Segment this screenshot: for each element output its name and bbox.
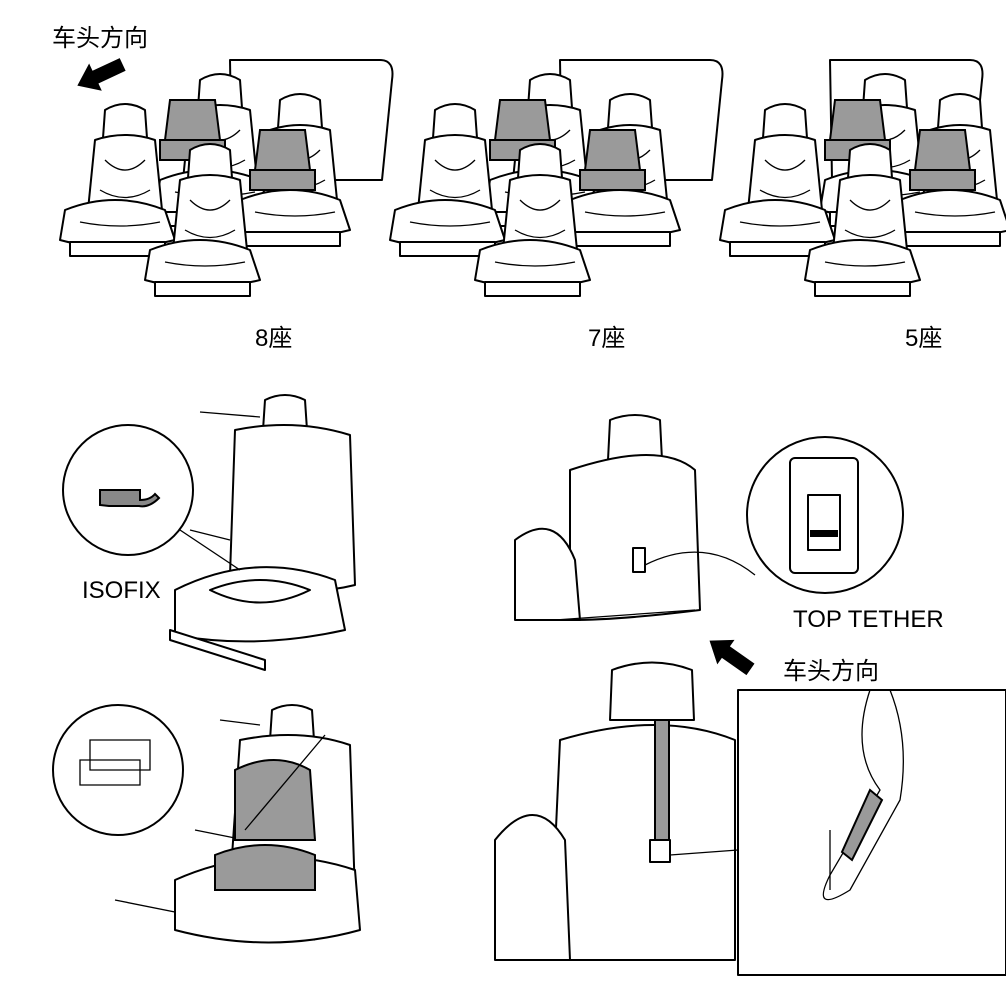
config-8-seat-label: 8座 bbox=[255, 325, 293, 352]
config-8-seat-illustration bbox=[59, 50, 394, 297]
tether-routing-illustration bbox=[494, 661, 1006, 976]
vehicle-front-direction-label-2: 车头方向 bbox=[783, 658, 879, 685]
config-5-seat-label: 5座 bbox=[905, 325, 943, 352]
top-tether-label: TOP TETHER bbox=[793, 606, 944, 633]
isofix-illustration bbox=[62, 394, 356, 671]
child-seat-installed-illustration bbox=[52, 704, 361, 944]
config-7-seat-label: 7座 bbox=[588, 325, 626, 352]
config-7-seat-illustration bbox=[389, 59, 724, 297]
isofix-label: ISOFIX bbox=[82, 577, 161, 604]
vehicle-front-direction-label: 车头方向 bbox=[52, 25, 148, 52]
top-tether-illustration bbox=[514, 414, 904, 682]
config-5-seat-illustration bbox=[719, 59, 1006, 297]
